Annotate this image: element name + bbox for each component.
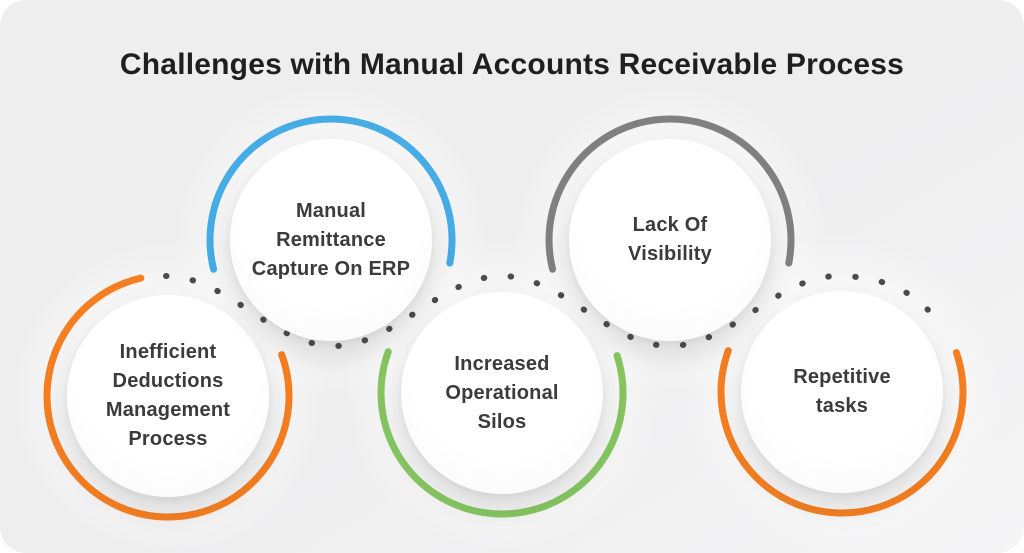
arc-inefficient-deductions bbox=[43, 271, 293, 521]
challenge-label: Inefficient Deductions Management Proces… bbox=[105, 341, 231, 450]
challenge-circle-manual-remittance: Manual Remittance Capture On ERP bbox=[230, 139, 432, 341]
arc-increased-silos bbox=[377, 268, 627, 518]
arc-manual-remittance bbox=[206, 115, 456, 365]
challenge-label: Increased Operational Silos bbox=[445, 352, 559, 433]
challenge-label: Lack Of Visibility bbox=[628, 214, 712, 265]
challenge-circle-increased-silos: Increased Operational Silos bbox=[401, 292, 603, 494]
challenge-circle-lack-of-visibility: Lack Of Visibility bbox=[569, 139, 771, 341]
challenge-circle-repetitive-tasks: Repetitive tasks bbox=[741, 291, 943, 493]
arc-lack-of-visibility bbox=[545, 115, 795, 365]
challenge-circle-inefficient-deductions: Inefficient Deductions Management Proces… bbox=[67, 295, 269, 497]
challenge-label: Repetitive tasks bbox=[793, 366, 891, 417]
challenge-label: Manual Remittance Capture On ERP bbox=[251, 199, 411, 280]
arc-repetitive-tasks bbox=[717, 267, 967, 517]
